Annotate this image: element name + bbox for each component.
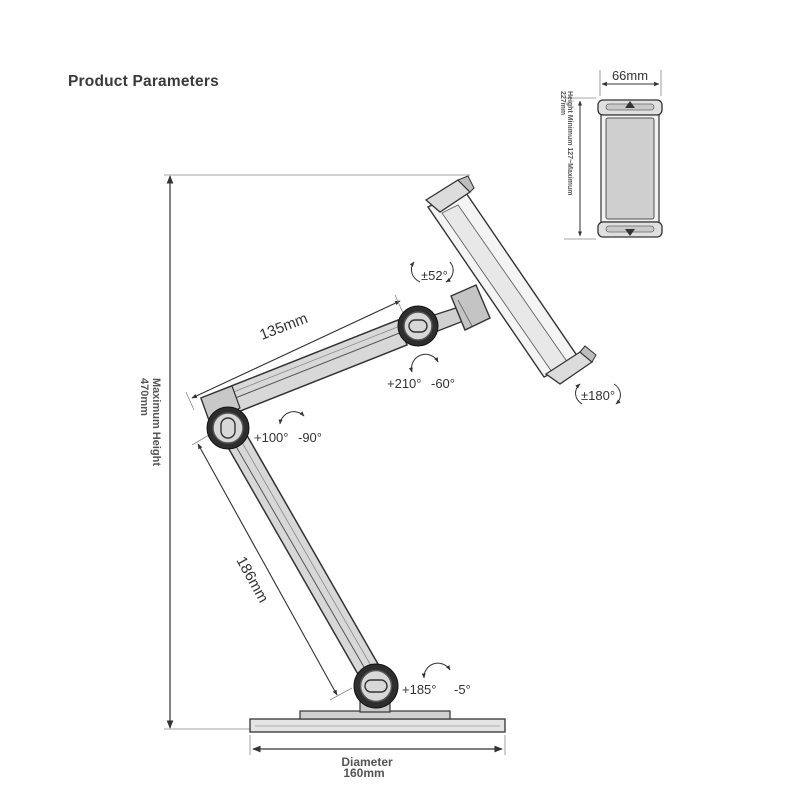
holder-width: 66mm [612, 68, 648, 83]
diameter-label: Diameter [341, 755, 393, 769]
lower-arm-dimension: 186mm [191, 434, 353, 701]
elbow-joint [206, 406, 250, 450]
base-joint [353, 663, 399, 709]
diameter-value: 160mm [343, 766, 384, 780]
head-tilt-angle: ±52° [421, 268, 448, 283]
holder-detail: 66mm Height Minimum 127~Maximum 227mm [559, 68, 663, 240]
holder-height-value: 227mm [559, 91, 566, 115]
base-positive: +185° [402, 682, 436, 697]
top-joint [397, 305, 439, 347]
top-joint-positive: +210° [387, 376, 421, 391]
base-angles: +185° -5° [402, 662, 471, 697]
base-negative: -5° [454, 682, 471, 697]
upper-arm-length: 135mm [257, 310, 310, 344]
head-rotation-indicator: ±180° [575, 383, 621, 405]
tablet-holder [424, 175, 597, 385]
elbow-negative: -90° [298, 430, 322, 445]
head-tilt-indicator: ±52° [409, 261, 454, 283]
max-height-value: 470mm [138, 378, 150, 416]
max-height-dimension: Maximum Height 470mm [138, 174, 470, 730]
lower-arm-length: 186mm [233, 554, 272, 606]
holder-height-label: Height Minimum 127~Maximum [566, 91, 573, 195]
elbow-angles: +100° -90° [254, 411, 322, 445]
elbow-positive: +100° [254, 430, 288, 445]
page-title: Product Parameters [68, 73, 219, 90]
max-height-label: Maximum Height [150, 378, 162, 466]
top-joint-angles: +210° -60° [387, 353, 455, 391]
head-rotation-angle: ±180° [581, 388, 615, 403]
diameter-dimension: Diameter 160mm [249, 735, 506, 780]
top-joint-negative: -60° [431, 376, 455, 391]
